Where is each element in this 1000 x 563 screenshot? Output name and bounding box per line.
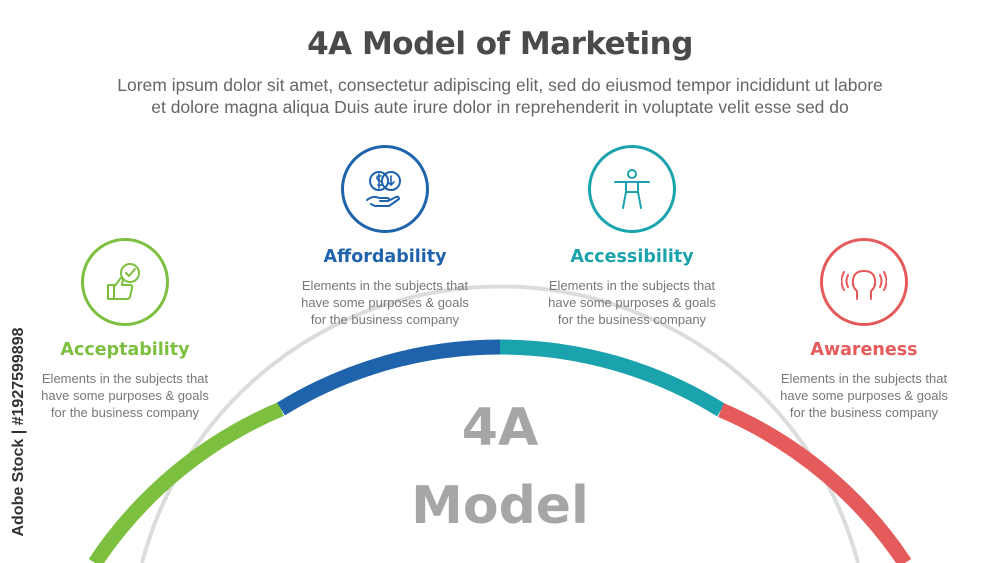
arc-segment-affordability <box>277 339 501 416</box>
item-awareness: Awareness Elements in the subjects that … <box>759 238 969 421</box>
desc-line: have some purposes & goals <box>548 295 716 310</box>
item-label: Acceptability <box>60 340 190 360</box>
desc-line: Elements in the subjects that <box>41 371 209 386</box>
page-subtitle: Lorem ipsum dolor sit amet, consectetur … <box>20 74 980 118</box>
subtitle-line-2: et dolore magna aliqua Duis aute irure d… <box>151 97 849 117</box>
desc-line: for the business company <box>557 312 707 327</box>
item-label: Awareness <box>810 340 918 360</box>
desc-line: have some purposes & goals <box>301 295 469 310</box>
item-accessibility: Accessibility Elements in the subjects t… <box>527 145 737 328</box>
item-acceptability: Acceptability Elements in the subjects t… <box>20 238 230 421</box>
thumbs-up-check-icon <box>81 238 169 326</box>
desc-line: have some purposes & goals <box>41 388 209 403</box>
desc-line: for the business company <box>310 312 460 327</box>
watermark-text: Adobe Stock | #1927599898 <box>10 327 27 537</box>
arc-segment-accessibility <box>499 339 725 417</box>
center-label-model: Model <box>411 476 589 536</box>
item-description: Elements in the subjects that have some … <box>759 370 969 421</box>
desc-line: Elements in the subjects that <box>301 278 469 293</box>
center-label-4a: 4A <box>461 398 539 458</box>
desc-line: Elements in the subjects that <box>780 371 948 386</box>
item-label: Accessibility <box>570 247 694 267</box>
desc-line: for the business company <box>789 405 939 420</box>
item-description: Elements in the subjects that have some … <box>527 277 737 328</box>
person-accessibility-icon <box>588 145 676 233</box>
item-label: Affordability <box>323 247 447 267</box>
head-sound-icon <box>820 238 908 326</box>
arc-segment-acceptability <box>88 402 284 563</box>
subtitle-line-1: Lorem ipsum dolor sit amet, consectetur … <box>117 75 883 95</box>
desc-line: Elements in the subjects that <box>548 278 716 293</box>
item-description: Elements in the subjects that have some … <box>280 277 490 328</box>
coins-in-hand-icon <box>341 145 429 233</box>
desc-line: have some purposes & goals <box>780 388 948 403</box>
desc-line: for the business company <box>50 405 200 420</box>
inner-grey-arc <box>140 284 860 563</box>
item-description: Elements in the subjects that have some … <box>20 370 230 421</box>
arc-segment-awareness <box>718 403 912 563</box>
page-title: 4A Model of Marketing <box>307 26 693 62</box>
stock-watermark: Adobe Stock | #1927599898 <box>8 316 30 552</box>
item-affordability: Affordability Elements in the subjects t… <box>280 145 490 328</box>
